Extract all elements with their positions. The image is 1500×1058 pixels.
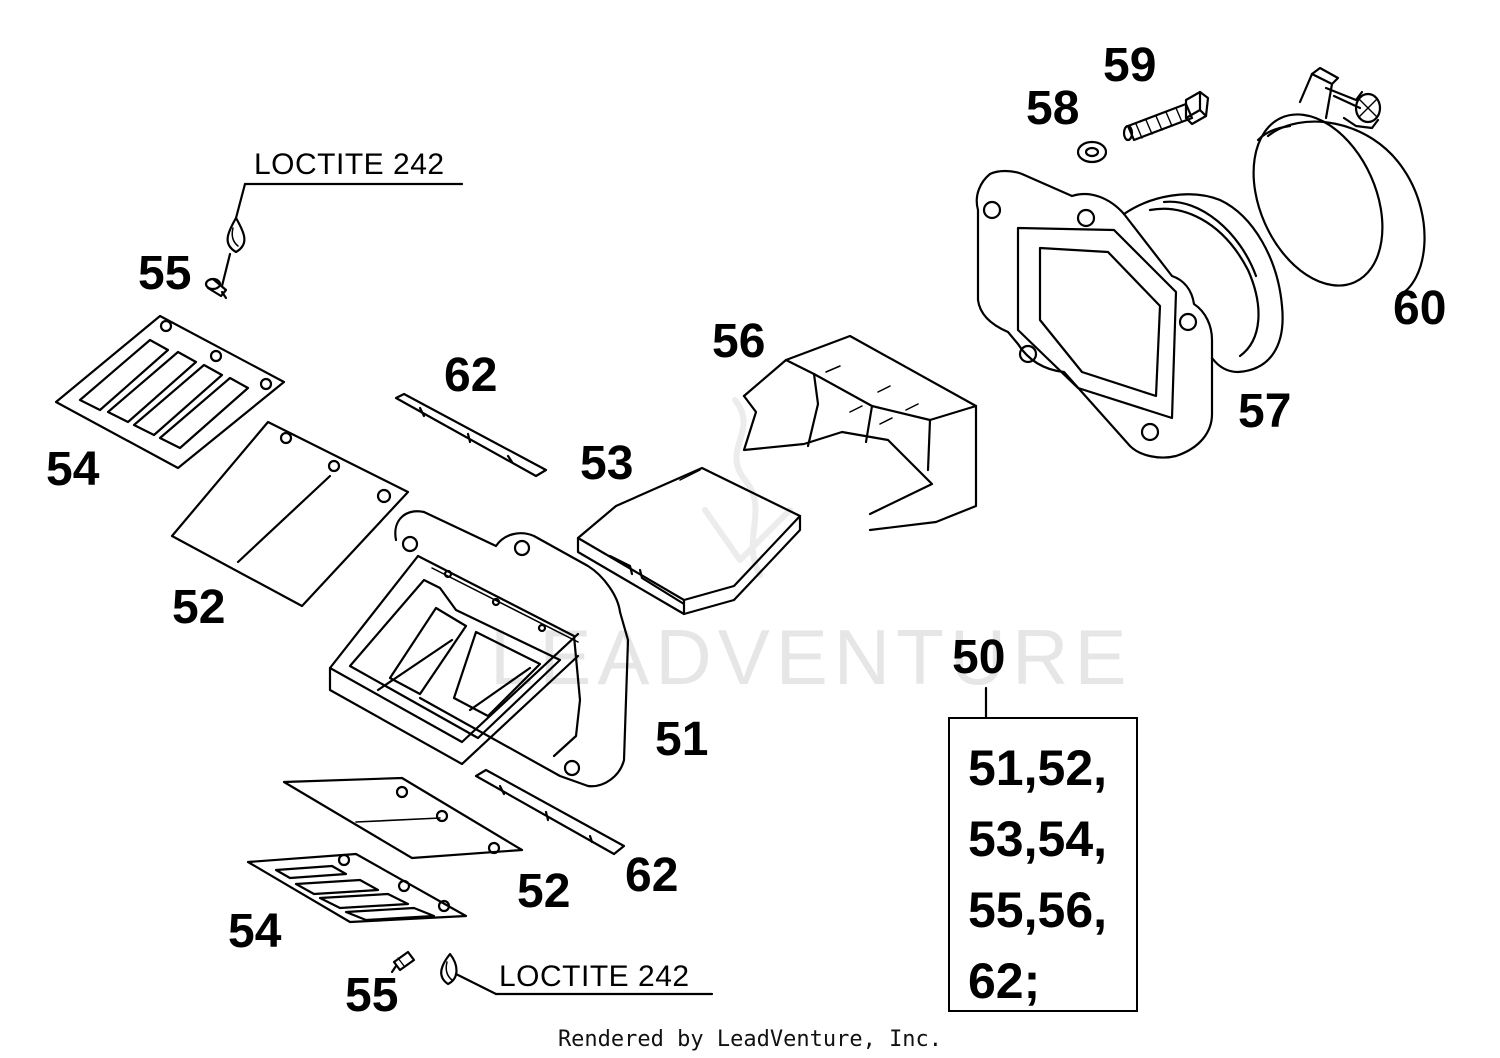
loctite-note-bottom: LOCTITE 242	[499, 960, 690, 993]
strip-62-bottom	[474, 768, 626, 856]
callout-52-bottom: 52	[517, 865, 571, 918]
callout-62-top: 62	[444, 349, 498, 402]
kit-contents-box: 51,52, 53,54, 55,56, 62;	[948, 717, 1138, 1012]
loctite-note-top: LOCTITE 242	[254, 148, 445, 181]
callout-60: 60	[1393, 282, 1447, 335]
callout-54-top: 54	[46, 443, 100, 496]
callout-54-bottom: 54	[228, 905, 282, 958]
bolt-59	[1122, 90, 1210, 142]
loctite-bottom-leader	[454, 972, 714, 996]
reed-block-51	[328, 510, 630, 788]
callout-55-top: 55	[138, 247, 192, 300]
loctite-drop-icon	[226, 216, 246, 254]
loctite-top-leader	[220, 182, 464, 288]
callout-53: 53	[580, 437, 634, 490]
stopper-plate-54-bottom	[246, 852, 468, 924]
callout-57: 57	[1238, 385, 1292, 438]
callout-55-bottom: 55	[345, 969, 399, 1022]
reed-spacer-53	[576, 466, 802, 616]
washer-58	[1076, 140, 1108, 164]
screw-55-top	[204, 277, 228, 300]
kit-line: 53,54,	[968, 811, 1108, 867]
watermark-logo	[702, 397, 793, 578]
screw-55-bottom	[390, 950, 416, 974]
callout-51: 51	[655, 713, 709, 766]
callout-52-top: 52	[172, 581, 226, 634]
reed-petal-52-top	[170, 420, 410, 608]
reed-petal-52-bottom	[282, 776, 524, 860]
callout-50: 50	[952, 631, 1006, 684]
callout-56: 56	[712, 315, 766, 368]
callout-58: 58	[1026, 82, 1080, 135]
flow-divider-56	[742, 334, 978, 532]
watermark-text: LEADVENTURE	[490, 613, 1133, 701]
callout-59: 59	[1103, 39, 1157, 92]
callout-62-bottom: 62	[625, 849, 679, 902]
hose-clamp-60	[1252, 66, 1426, 298]
kit-line: 62;	[968, 953, 1041, 1009]
loctite-drop-icon	[440, 952, 458, 986]
strip-62-top	[394, 392, 548, 478]
kit-line: 55,56,	[968, 882, 1108, 938]
footer-credit: Rendered by LeadVenture, Inc.	[557, 1027, 943, 1052]
stopper-plate-54-top	[54, 314, 286, 470]
intake-manifold-57	[975, 169, 1284, 459]
kit-line: 51,52,	[968, 740, 1108, 796]
